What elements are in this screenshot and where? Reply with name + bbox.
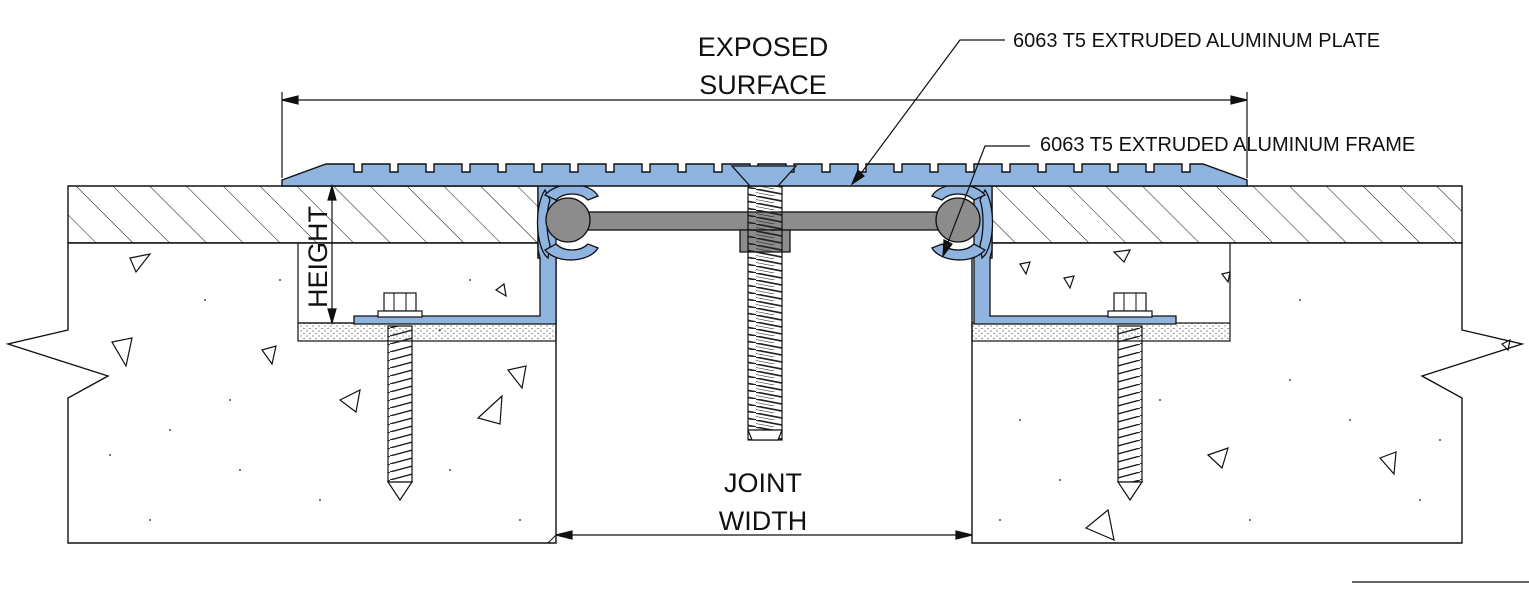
left-aggregate [111, 253, 527, 425]
height-label: HEIGHT [303, 206, 333, 308]
plate-callout-label: 6063 T5 EXTRUDED ALUMINUM PLATE [1013, 30, 1380, 52]
exposed-surface-dimension [281, 92, 1248, 178]
frame-callout-label: 6063 T5 EXTRUDED ALUMINUM FRAME [1040, 134, 1415, 156]
right-setting-bed [971, 322, 1231, 342]
joint-width-dimension [555, 530, 973, 540]
right-anchor-screw [1107, 292, 1153, 502]
center-bolt [730, 165, 798, 441]
right-specks [999, 299, 1441, 521]
joint-width-label-line2: WIDTH [719, 506, 807, 536]
left-specks [109, 279, 521, 521]
right-aggregate [1019, 249, 1511, 542]
left-concrete-slab [5, 185, 557, 544]
left-setting-bed [297, 322, 557, 342]
height-dimension [327, 183, 337, 326]
exposed-surface-label-line2: SURFACE [699, 70, 827, 100]
frame-callout-leader [942, 145, 1030, 258]
joint-width-label-line1: JOINT [724, 468, 802, 498]
left-anchor-screw [377, 292, 423, 502]
right-concrete-slab [971, 185, 1525, 544]
plate-callout-leader [850, 39, 1005, 186]
exposed-surface-label-line1: EXPOSED [698, 32, 829, 62]
